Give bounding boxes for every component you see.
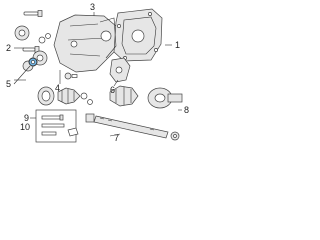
drain-plug (64, 72, 78, 80)
callout-8: 8 (184, 105, 189, 115)
left-boot (57, 87, 81, 105)
left-boot-clamps (80, 92, 93, 105)
right-mount-bracket (109, 57, 131, 83)
callout-6: 6 (110, 85, 115, 95)
callout-9: 9 (24, 113, 29, 123)
axle-nut (170, 131, 180, 141)
left-inner-joint (37, 86, 55, 106)
differential-housing (53, 14, 119, 73)
highlighted-seal (28, 57, 38, 67)
retaining-clip (67, 127, 79, 137)
differential-cover (113, 8, 163, 62)
bolt-kit (35, 109, 77, 143)
callout-3: 3 (90, 2, 95, 12)
callout-1: 1 (175, 40, 180, 50)
right-boot (109, 85, 139, 107)
outer-cv-joint (147, 87, 183, 109)
callout-2: 2 (6, 43, 11, 53)
housing-bolt-upper (23, 10, 43, 17)
callout-5: 5 (6, 79, 11, 89)
callout-leaders (13, 12, 182, 137)
callout-4: 4 (55, 83, 60, 93)
housing-seals (38, 33, 51, 44)
cover-gasket (99, 17, 117, 59)
drive-shaft (93, 115, 169, 139)
rear-differential-parts-diagram: 1 2 3 4 5 6 7 8 9 10 (6, 2, 189, 143)
callout-7: 7 (114, 133, 119, 143)
left-bushing (14, 25, 30, 41)
callout-10: 10 (20, 122, 30, 132)
shaft-stub (85, 113, 95, 123)
